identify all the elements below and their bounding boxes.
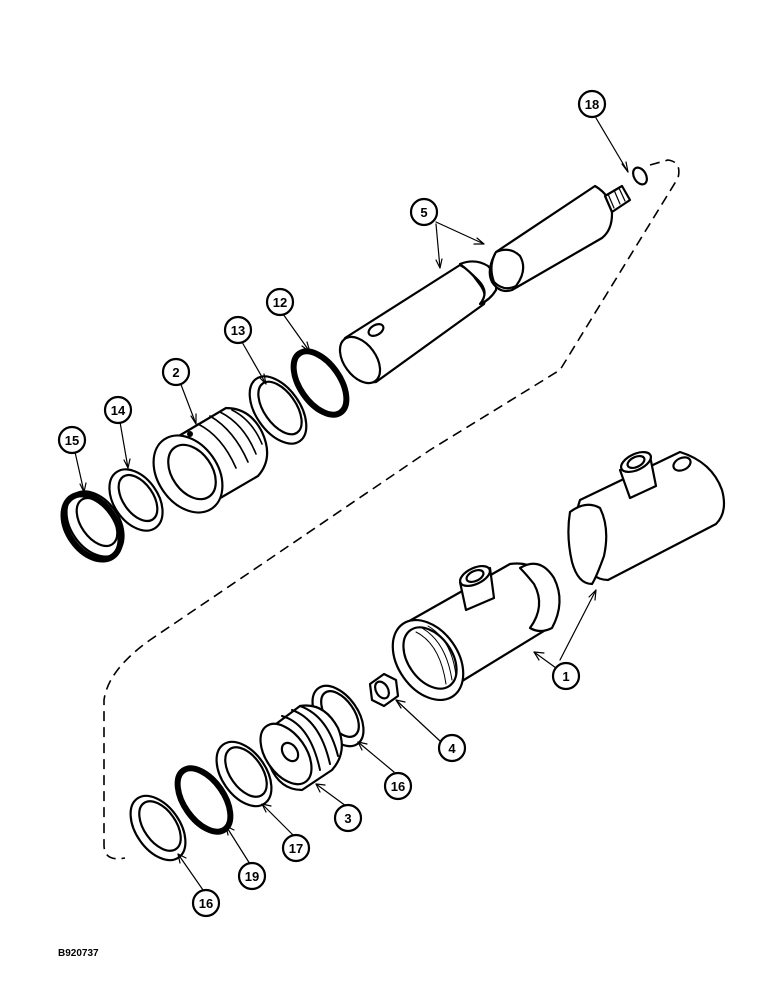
callout-4: 4 [437, 733, 467, 763]
callout-label: 14 [111, 403, 126, 418]
callout-5: 5 [409, 197, 439, 227]
callout-label: 5 [420, 205, 427, 220]
piston-ring-c [129, 794, 187, 862]
callout-12: 12 [265, 287, 295, 317]
leader-lines [74, 117, 629, 891]
rod-seal-ring-b [248, 375, 308, 445]
callout-15: 15 [57, 425, 87, 455]
rod-seal-ring-a [290, 348, 350, 418]
callout-17: 17 [281, 833, 311, 863]
callout-label: 1 [562, 669, 569, 684]
callout-label: 16 [391, 779, 405, 794]
callout-18: 18 [577, 89, 607, 119]
barrel [391, 450, 726, 702]
wiper-seal [60, 490, 125, 563]
fitting-seal [632, 166, 648, 186]
rod [338, 184, 632, 385]
callout-label: 4 [448, 741, 456, 756]
callout-3: 3 [333, 803, 363, 833]
callout-14: 14 [103, 395, 133, 425]
gland [152, 406, 269, 514]
callout-label: 13 [231, 323, 245, 338]
drawing-code: B920737 [58, 948, 99, 959]
callout-16-lower: 16 [191, 888, 221, 918]
nut [368, 672, 400, 708]
callout-label: 17 [289, 841, 303, 856]
callout-1: 1 [551, 661, 581, 691]
callout-label: 2 [172, 365, 179, 380]
piston [259, 704, 343, 792]
callout-label: 3 [344, 811, 351, 826]
callout-19: 19 [237, 861, 267, 891]
callout-13: 13 [223, 315, 253, 345]
callout-2: 2 [161, 357, 191, 387]
o-ring [174, 765, 234, 835]
callout-label: 12 [273, 295, 287, 310]
assembly-dashed-line [103, 159, 680, 860]
piston-ring-b [215, 740, 273, 808]
callout-16-upper: 16 [383, 771, 413, 801]
wiper-ring [108, 468, 164, 532]
callout-label: 15 [65, 433, 79, 448]
callout-label: 16 [199, 896, 213, 911]
callout-label: 18 [585, 97, 599, 112]
callout-label: 19 [245, 869, 259, 884]
